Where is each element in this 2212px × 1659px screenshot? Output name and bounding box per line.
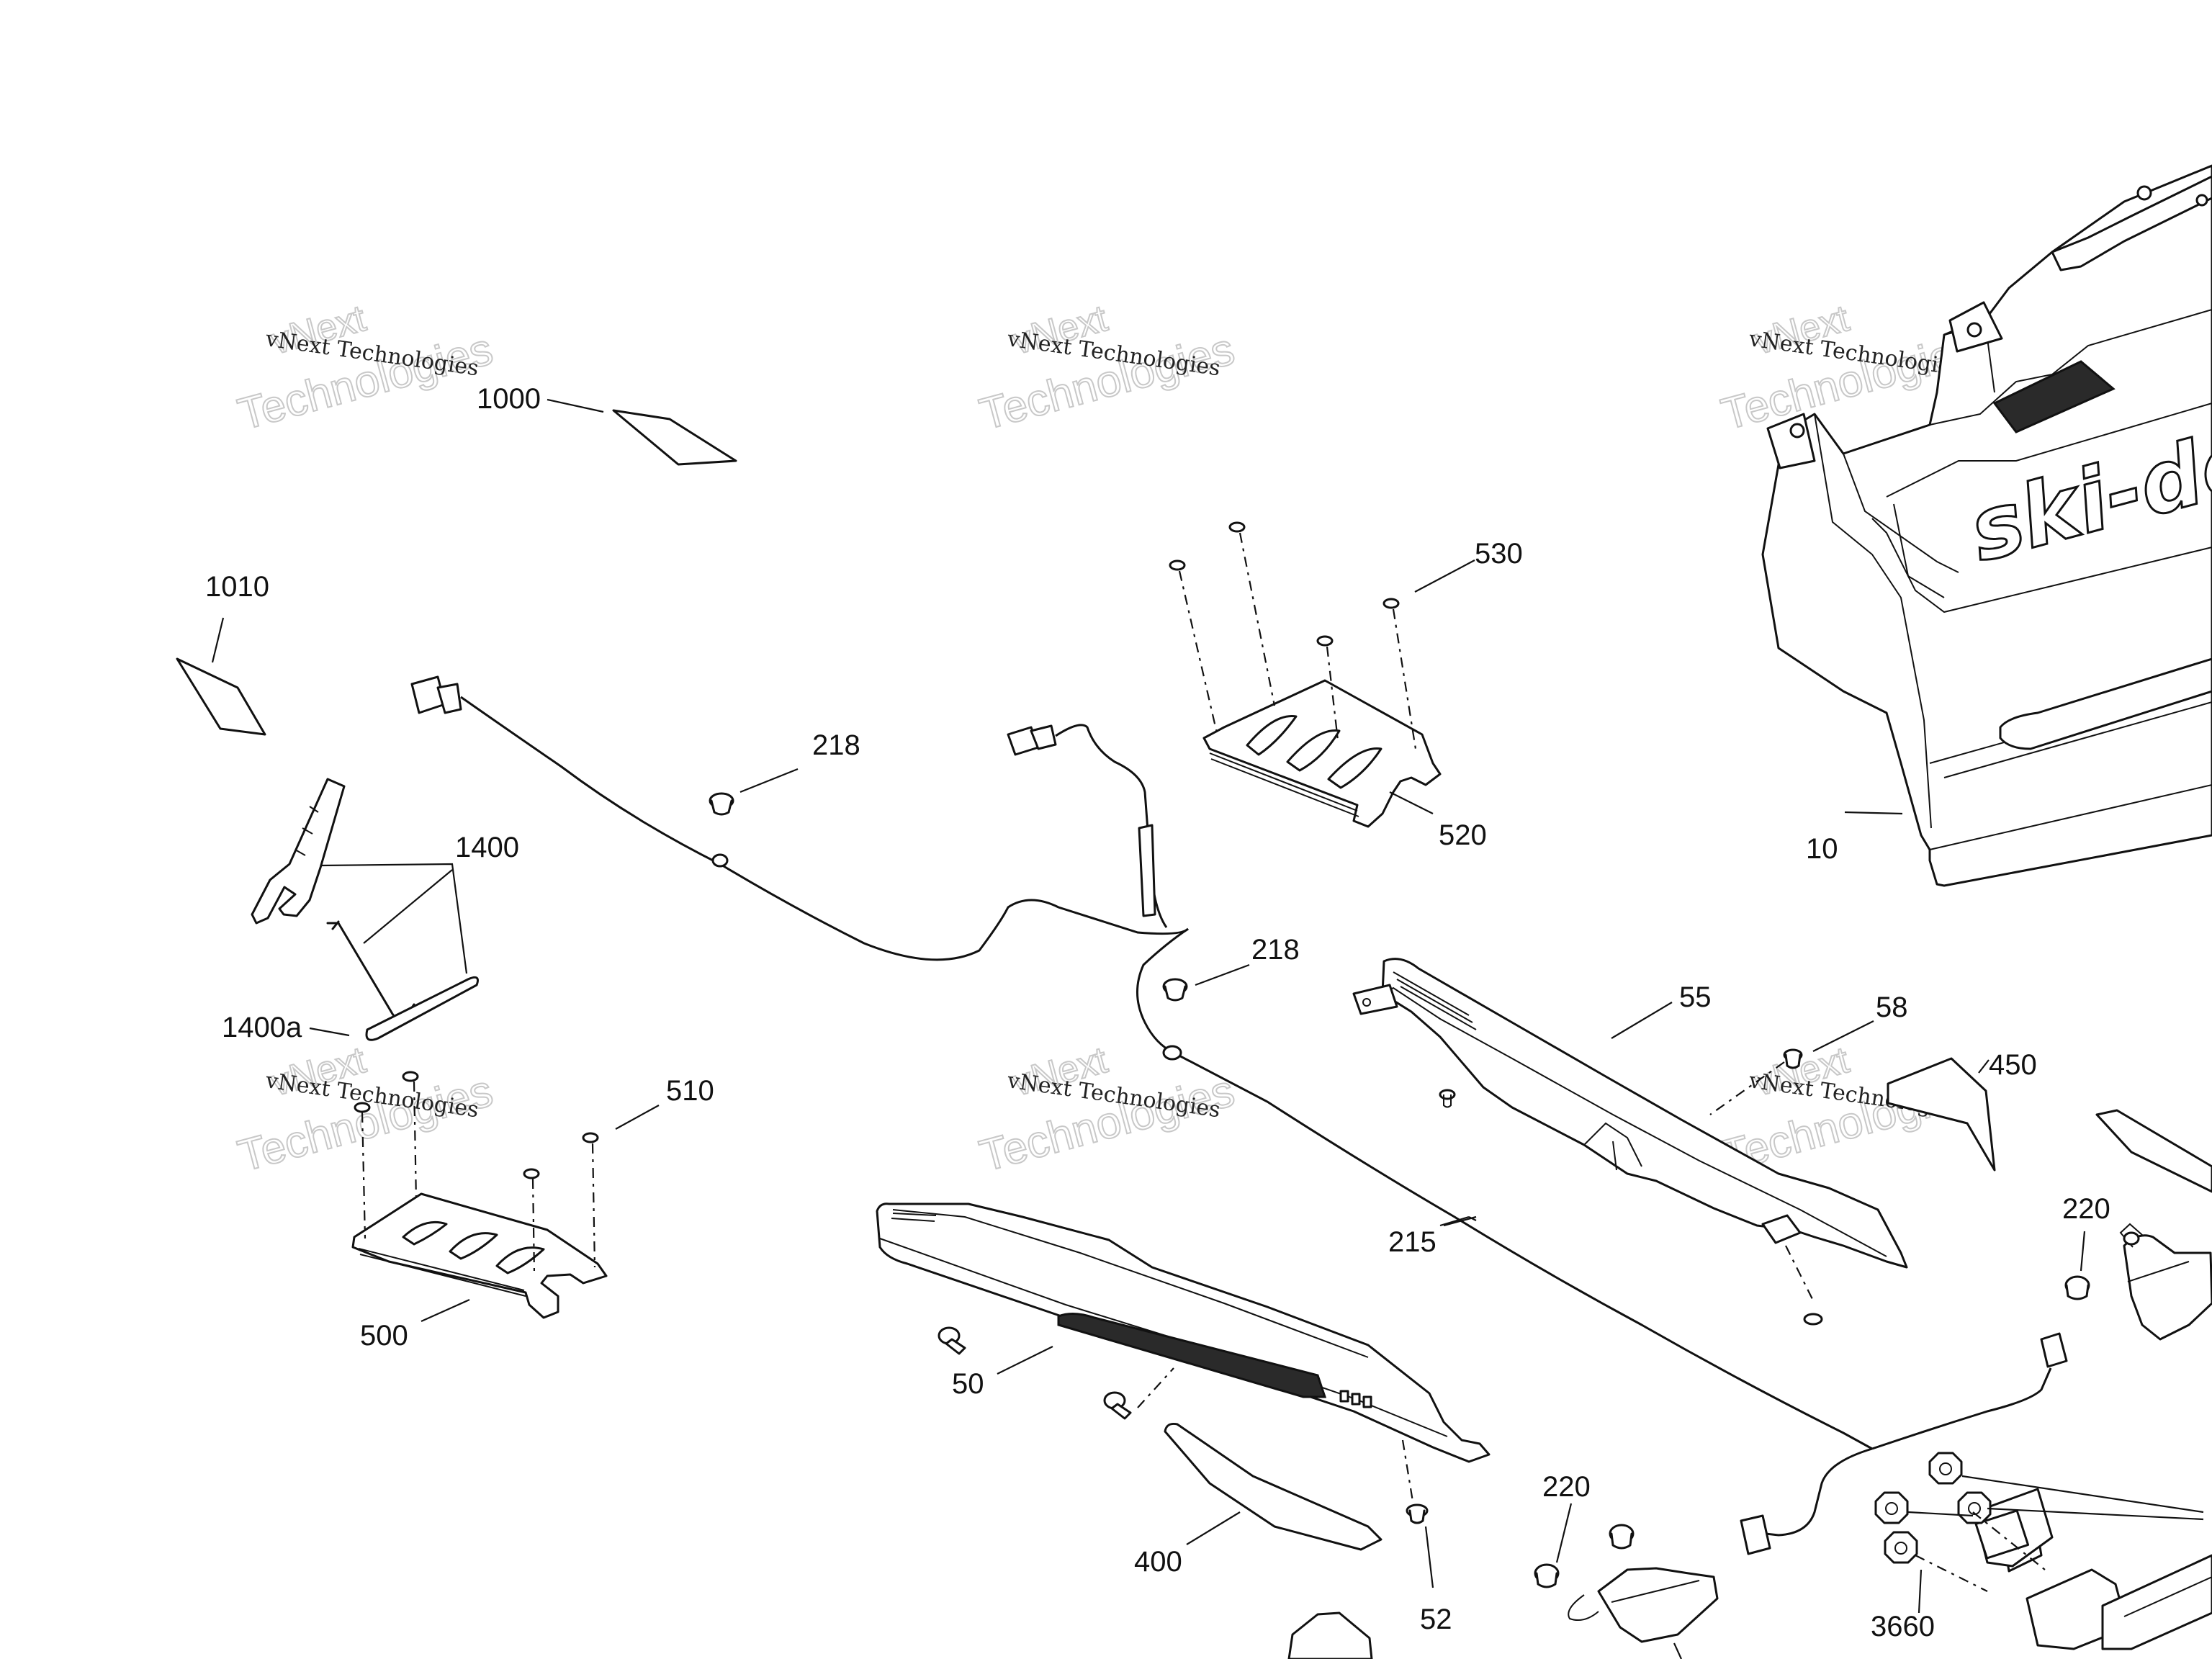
- callout-218-a: 218: [812, 729, 860, 761]
- part-58-bolt: [1709, 1020, 1874, 1115]
- part-500-foot-plate: [351, 1071, 660, 1323]
- callout-220-a: 220: [2062, 1193, 2110, 1225]
- part-52-push-rivet: [1401, 1439, 1434, 1588]
- callout-215: 215: [1388, 1226, 1437, 1258]
- leader-1400a: [309, 1027, 350, 1037]
- callout-52: 52: [1420, 1604, 1452, 1635]
- callout-530: 530: [1475, 538, 1523, 570]
- part-50-side-rail-left: [876, 1202, 1491, 1463]
- part-3660-hitch: [1874, 1452, 2212, 1650]
- part-1010-decal: [176, 617, 266, 736]
- callout-510: 510: [666, 1075, 714, 1107]
- part-1000-decal: [547, 398, 737, 466]
- callout-50: 50: [952, 1368, 984, 1400]
- callout-220-b: 220: [1542, 1471, 1591, 1503]
- callout-58: 58: [1876, 992, 1908, 1023]
- part-220-light-right: [2064, 1223, 2212, 1341]
- callout-1000: 1000: [477, 383, 541, 415]
- callout-1400: 1400: [455, 832, 519, 863]
- part-220-light-left: [1534, 1503, 1719, 1659]
- part-10-rear-panel: ski-doo: [1761, 164, 2212, 887]
- part-450-decal: [1887, 1057, 1996, 1172]
- callout-3660: 3660: [1871, 1611, 1935, 1642]
- callout-500: 500: [360, 1320, 408, 1352]
- part-partial-bottom-panel: [1287, 1611, 1373, 1659]
- part-215-wiring-harness: [410, 675, 2068, 1555]
- part-partial-right-decal: [2095, 1109, 2212, 1193]
- part-218-grommet-a: [709, 768, 799, 816]
- part-400-decal: [1164, 1423, 1382, 1551]
- part-218-grommet-b: [1162, 963, 1250, 1002]
- callout-55: 55: [1679, 981, 1712, 1013]
- callout-450: 450: [1989, 1049, 2037, 1081]
- callout-1010: 1010: [205, 571, 269, 603]
- callout-1400a: 1400a: [222, 1012, 302, 1043]
- callout-520: 520: [1439, 819, 1487, 851]
- part-520-foot-plate: [1169, 521, 1475, 828]
- callout-10: 10: [1806, 833, 1838, 865]
- part-1400-tool-kit: [251, 778, 479, 1041]
- callout-218-b: 218: [1251, 934, 1300, 966]
- part-55-side-rail-right: [1352, 958, 1908, 1326]
- callout-400: 400: [1134, 1546, 1182, 1578]
